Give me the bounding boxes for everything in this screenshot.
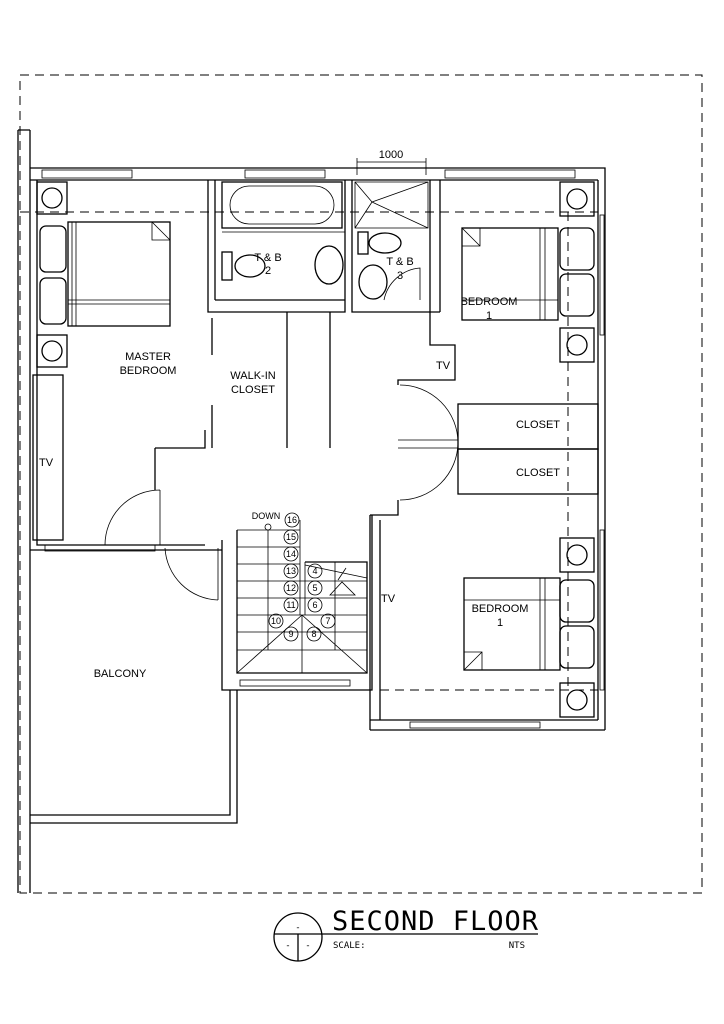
symbol-top: - [295, 923, 300, 933]
room-label: CLOSET [231, 384, 275, 396]
stair-step-number: 14 [286, 549, 296, 559]
stair-step-marker [283, 580, 299, 596]
stair-step-number: 12 [286, 583, 296, 593]
room-label: 1 [486, 310, 492, 322]
room-label: 1 [497, 617, 503, 629]
stair-step-marker [268, 613, 284, 629]
closet-label: CLOSET [516, 419, 560, 431]
hallway: TV [370, 312, 459, 516]
stair-numbers: 4 5 678 9 10 11 12 13 14 15 16 [268, 512, 336, 642]
room-label: BEDROOM [461, 296, 518, 308]
tv-label: TV [381, 593, 396, 605]
nightstand [559, 273, 595, 317]
stair-step-number: 16 [287, 515, 297, 525]
room-label: BEDROOM [120, 365, 177, 377]
stair-step-number: 5 [312, 583, 317, 593]
stair-step-number: 10 [271, 616, 281, 626]
roof-line [20, 211, 598, 691]
stair-step-number: 8 [311, 629, 316, 639]
stair-step-marker [283, 529, 299, 545]
title-block: - - - SECOND FLOOR SCALE: NTS [273, 906, 539, 962]
room-label: 2 [265, 265, 271, 277]
balcony: BALCONY [30, 547, 238, 824]
stair-step-number: 6 [312, 600, 317, 610]
bed [461, 227, 559, 321]
drawing-title: SECOND FLOOR [332, 906, 539, 937]
columns [36, 181, 595, 718]
stair-step-marker [283, 597, 299, 613]
closet-label: CLOSET [516, 467, 560, 479]
stair-step-number: 15 [286, 532, 296, 542]
room-label: T & B [386, 256, 413, 268]
windows [41, 169, 605, 729]
staircase[interactable]: DOWN [221, 511, 373, 691]
room-label: 3 [397, 270, 403, 282]
room-label: BALCONY [94, 668, 147, 680]
stair-step-number: 13 [286, 566, 296, 576]
tv-label: TV [39, 457, 54, 469]
nightstand [39, 277, 67, 325]
nightstand [559, 227, 595, 271]
stair-step-marker [284, 512, 300, 528]
bedroom-bottom: BEDROOM 1 TV [381, 577, 595, 671]
toilet-bath-3: T & B 3 [351, 180, 431, 313]
stair-step-marker [283, 546, 299, 562]
symbol-left: - [285, 941, 290, 951]
scale-value: NTS [509, 941, 525, 951]
sink [358, 264, 388, 300]
scale-label: SCALE: [333, 941, 366, 951]
stairs-label: DOWN [252, 511, 281, 521]
sink [314, 245, 344, 285]
room-label: T & B [254, 252, 281, 264]
nightstand [559, 579, 595, 623]
nightstand [559, 625, 595, 669]
stair-step-marker [306, 626, 322, 642]
dimension-line [356, 158, 427, 175]
stair-step-number: 4 [312, 566, 317, 576]
symbol-right: - [305, 941, 310, 951]
room-label: MASTER [125, 351, 171, 363]
stair-step-marker [283, 626, 299, 642]
bathtub [221, 181, 343, 229]
nightstand [39, 225, 67, 273]
master-bedroom: MASTER BEDROOM TV [32, 221, 206, 546]
room-label: BEDROOM [472, 603, 529, 615]
toilet [368, 232, 402, 254]
bed [463, 577, 561, 671]
bed [67, 221, 171, 327]
property-boundary [19, 74, 703, 894]
walk-in-closet: WALK-IN CLOSET [211, 312, 331, 448]
stair-step-marker [307, 597, 323, 613]
stair-step-number: 9 [288, 629, 293, 639]
left-wall [17, 129, 31, 893]
dimension-label: 1000 [379, 149, 403, 161]
tv-cabinet [32, 374, 64, 541]
stair-step-marker [320, 613, 336, 629]
stair-step-marker [283, 563, 299, 579]
stair-step-number: 7 [325, 616, 330, 626]
stair-step-marker [307, 563, 323, 579]
toilet [234, 254, 266, 278]
bedroom-top: BEDROOM 1 [430, 180, 595, 322]
closets: CLOSET CLOSET [457, 403, 599, 495]
room-label: WALK-IN [230, 370, 275, 382]
door-swing [104, 489, 161, 546]
stair-step-number: 11 [286, 600, 295, 610]
tv-label: TV [436, 360, 451, 372]
toilet-bath-2: T & B 2 [207, 180, 346, 313]
stair-step-marker [307, 580, 323, 596]
